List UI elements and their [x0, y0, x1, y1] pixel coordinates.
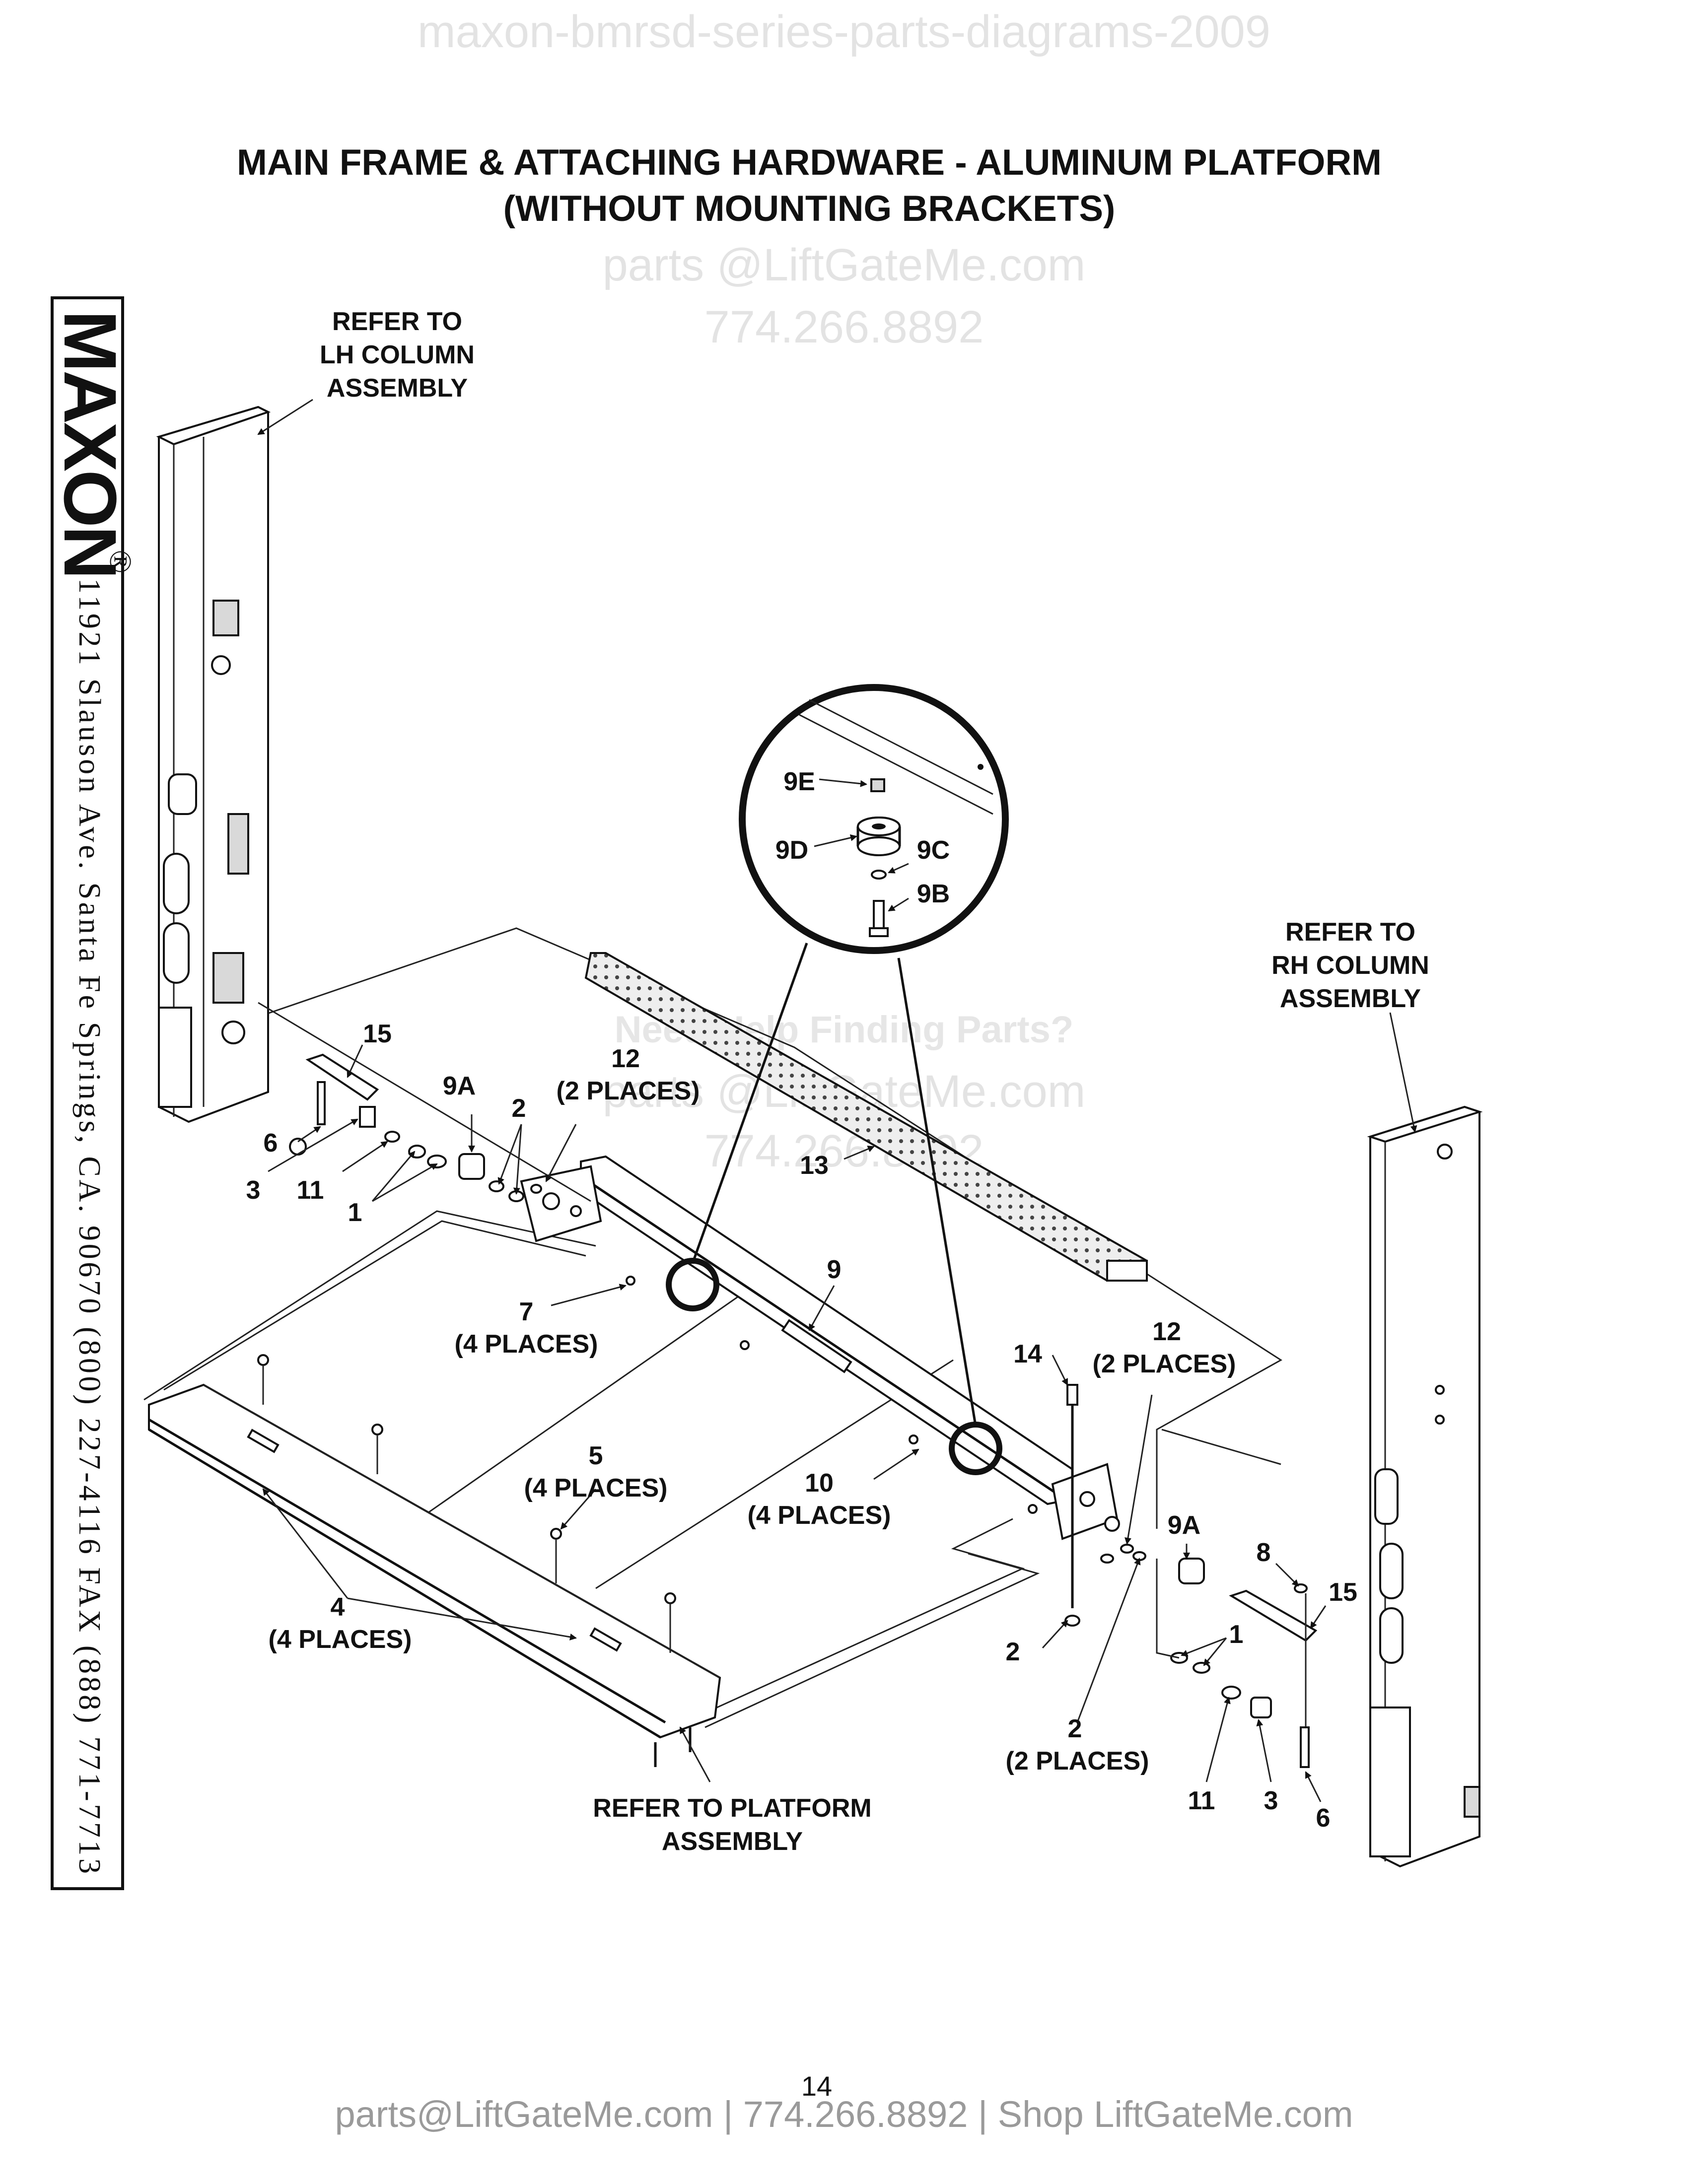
label-12-rh-places: (2 PLACES): [1093, 1350, 1236, 1378]
note-rh-column: REFER TO RH COLUMN ASSEMBLY: [1271, 918, 1429, 1013]
svg-text:REFER TO PLATFORM: REFER TO PLATFORM: [593, 1794, 871, 1823]
label-1-lh: 1: [348, 1198, 362, 1227]
label-5: 5: [589, 1441, 603, 1470]
label-11-lh: 11: [297, 1176, 324, 1205]
label-9A-rh: 9A: [1168, 1511, 1200, 1540]
svg-text:RH COLUMN: RH COLUMN: [1271, 951, 1429, 980]
note-platform: REFER TO PLATFORM ASSEMBLY: [593, 1794, 871, 1856]
brand-logo: MAXON: [49, 310, 132, 577]
label-9B: 9B: [917, 880, 950, 908]
label-12-rh: 12: [1152, 1317, 1181, 1346]
svg-text:ASSEMBLY: ASSEMBLY: [1280, 984, 1421, 1013]
label-7-places: (4 PLACES): [455, 1330, 598, 1359]
leader-lines: [257, 399, 1417, 1802]
svg-text:LH COLUMN: LH COLUMN: [320, 341, 475, 369]
note-lh-column: REFER TO LH COLUMN ASSEMBLY: [320, 307, 475, 403]
label-13: 13: [800, 1151, 829, 1180]
svg-text:ASSEMBLY: ASSEMBLY: [662, 1827, 803, 1856]
part-labels: 15 6 3 11 1 9A 2 12 (2 PLACES) 13 9 7 (4…: [246, 767, 1357, 1833]
label-3-rh: 3: [1264, 1786, 1278, 1815]
label-9A-lh: 9A: [443, 1072, 476, 1100]
detail-callout-circle-left: [666, 1258, 719, 1311]
label-3-lh: 3: [246, 1176, 261, 1205]
step-tread-bar: [584, 952, 1148, 1282]
label-15-lh: 15: [363, 1020, 392, 1048]
page-number: 14: [801, 2070, 832, 2102]
registered-mark: ®: [103, 550, 137, 573]
svg-text:REFER TO: REFER TO: [1285, 918, 1415, 947]
rh-hardware: [1064, 1384, 1318, 1768]
footer-contact: parts@LiftGateMe.com | 774.266.8892 | Sh…: [335, 2094, 1353, 2135]
detail-magnifier: [691, 684, 1009, 1426]
label-12-lh: 12: [611, 1044, 640, 1073]
label-10-places: (4 PLACES): [748, 1501, 891, 1530]
page-title-line-2: (WITHOUT MOUNTING BRACKETS): [503, 189, 1116, 229]
platform-bolts: [257, 1276, 1038, 1653]
sidebar-frame: [51, 296, 124, 1890]
svg-text:REFER TO: REFER TO: [332, 307, 462, 336]
label-9: 9: [827, 1255, 842, 1284]
sidebar: MAXON ® 11921 Slauson Ave. Santa Fe Spri…: [49, 296, 137, 1890]
watermark-email: parts @LiftGateMe.com: [603, 240, 1086, 290]
label-7: 7: [519, 1297, 534, 1326]
page-title-line-1: MAIN FRAME & ATTACHING HARDWARE - ALUMIN…: [237, 142, 1382, 183]
label-5-places: (4 PLACES): [524, 1474, 668, 1502]
company-address: 11921 Slauson Ave. Santa Fe Springs, CA.…: [72, 578, 106, 1874]
platform-edge: [148, 1383, 721, 1767]
label-6-rh: 6: [1316, 1804, 1331, 1833]
svg-text:ASSEMBLY: ASSEMBLY: [327, 374, 468, 403]
label-2-rh-bottom: 2: [1068, 1714, 1082, 1743]
label-12-lh-places: (2 PLACES): [557, 1077, 700, 1105]
watermark-phone: 774.266.8892: [704, 302, 984, 352]
label-4-places: (4 PLACES): [269, 1625, 412, 1654]
rh-column: [1367, 1105, 1483, 1868]
label-11-rh: 11: [1188, 1786, 1215, 1815]
main-frame-tube: [520, 1155, 1120, 1540]
label-9C: 9C: [917, 836, 950, 865]
label-2-rh: 2: [1006, 1638, 1020, 1666]
label-1-rh: 1: [1229, 1620, 1244, 1649]
label-9E: 9E: [783, 767, 815, 796]
label-9D: 9D: [775, 836, 808, 865]
label-2-lh: 2: [512, 1094, 526, 1123]
label-15-rh: 15: [1329, 1578, 1357, 1607]
watermark-top: maxon-bmrsd-series-parts-diagrams-2009: [418, 6, 1270, 57]
label-14: 14: [1013, 1340, 1042, 1368]
label-2-rh-bottom-places: (2 PLACES): [1006, 1747, 1149, 1775]
lh-column: [156, 406, 307, 1156]
label-4: 4: [331, 1593, 345, 1622]
label-8: 8: [1257, 1538, 1271, 1567]
label-6-lh: 6: [264, 1129, 278, 1158]
label-10: 10: [805, 1469, 834, 1498]
